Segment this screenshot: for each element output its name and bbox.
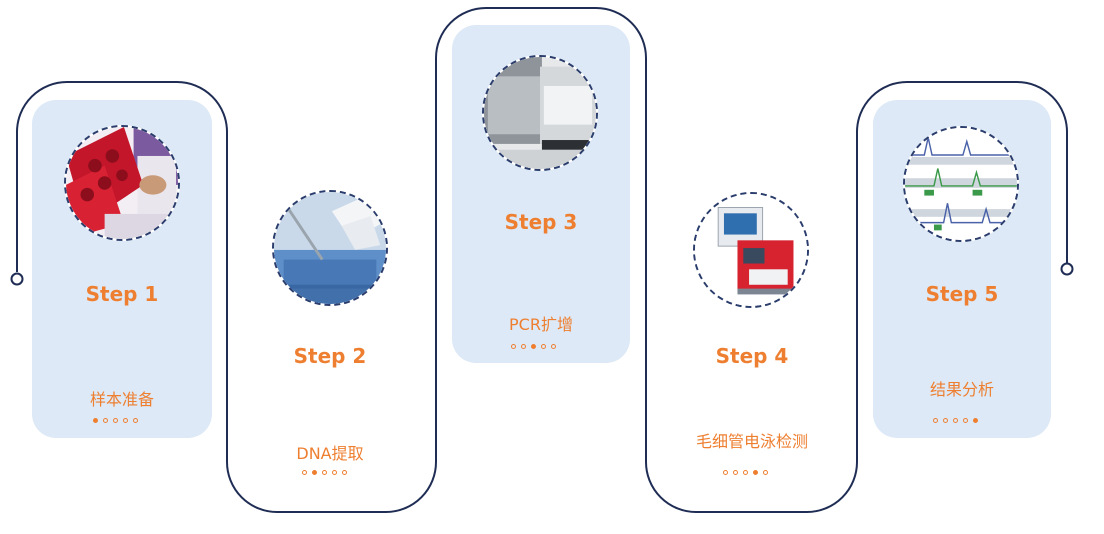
genetic-analyzer-image [693, 192, 809, 308]
step-5-label: 结果分析 [929, 380, 994, 399]
start-node [10, 272, 24, 286]
dot-2 [733, 469, 738, 475]
step-1-progress-dots [93, 415, 138, 425]
dot-5 [342, 469, 347, 475]
dot-2 [943, 417, 948, 423]
step-5-title: Step 5 [925, 282, 999, 306]
dot-1 [302, 469, 307, 475]
step-1-label: 样本准备 [89, 390, 154, 409]
dot-1 [723, 469, 728, 475]
dot-1 [511, 343, 516, 349]
dot-1 [933, 417, 938, 423]
dot-4 [332, 469, 337, 475]
dot-4 [963, 417, 968, 423]
dot-4 [753, 469, 758, 475]
step-4-title: Step 4 [715, 344, 789, 368]
dot-3 [953, 417, 958, 423]
dot-3 [322, 469, 327, 475]
dot-4 [541, 343, 546, 349]
electropherogram-image [903, 126, 1019, 242]
sample-tubes-image [64, 125, 180, 241]
dot-2 [103, 417, 108, 423]
pcr-thermocycler-image [482, 55, 598, 171]
dot-5 [133, 417, 138, 423]
pipette-extraction-image [272, 190, 388, 306]
step-3-progress-dots [511, 341, 556, 351]
dot-1 [93, 417, 98, 423]
dot-3 [531, 343, 536, 349]
step-2-progress-dots [302, 467, 347, 477]
dot-3 [743, 469, 748, 475]
dot-5 [551, 343, 556, 349]
step-4-label: 毛细管电泳检测 [695, 432, 808, 451]
dot-3 [113, 417, 118, 423]
step-2-title: Step 2 [293, 344, 367, 368]
step-2-label: DNA提取 [296, 444, 364, 463]
step-3-label: PCR扩增 [509, 315, 573, 334]
dot-4 [123, 417, 128, 423]
dot-5 [973, 417, 978, 423]
step-4-progress-dots [723, 467, 768, 477]
step-3-title: Step 3 [504, 210, 578, 234]
step-1-title: Step 1 [85, 282, 159, 306]
dot-2 [521, 343, 526, 349]
dot-2 [312, 469, 317, 475]
end-node [1060, 262, 1074, 276]
dot-5 [763, 469, 768, 475]
step-5-progress-dots [933, 415, 978, 425]
